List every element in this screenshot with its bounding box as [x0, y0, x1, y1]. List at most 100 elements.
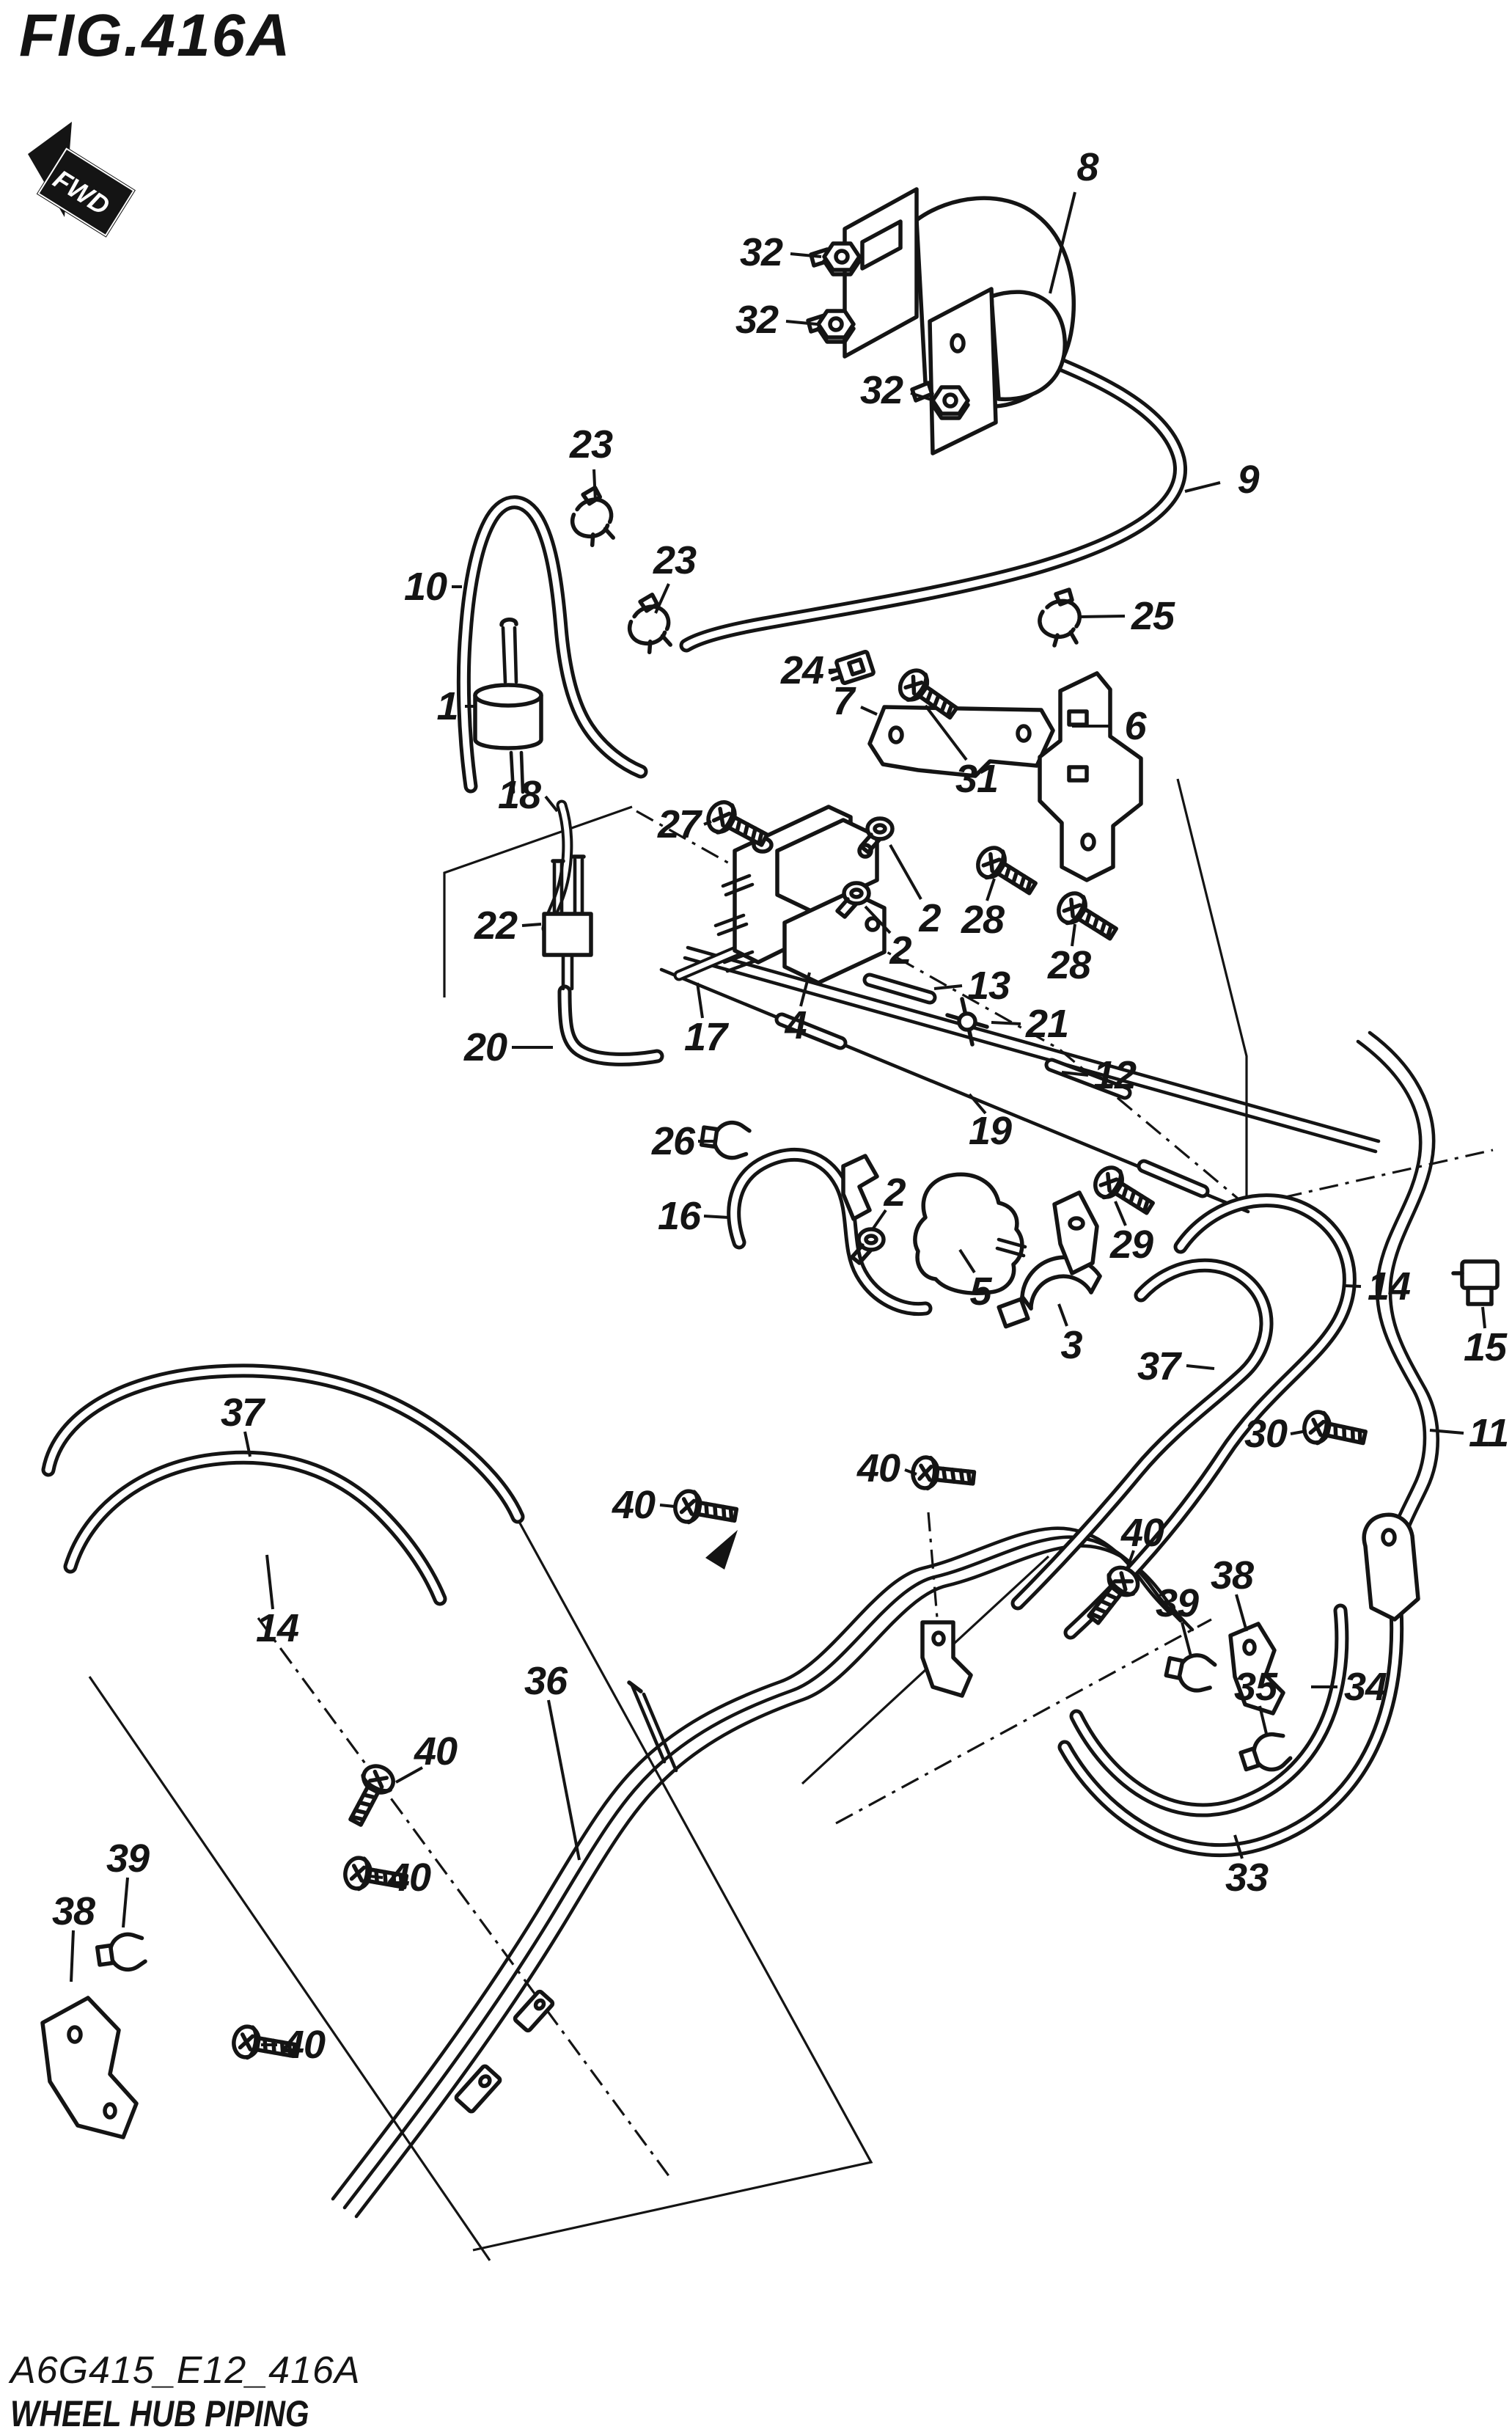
part-number-label-13: 13 [966, 964, 1010, 1008]
part-number-label-23: 23 [569, 422, 613, 466]
part-number-label-38: 38 [1210, 1553, 1254, 1597]
leader-line-14 [265, 1554, 274, 1610]
part-number-label-29: 29 [1109, 1223, 1153, 1267]
rear-pipe-fittings [1164, 1259, 1500, 1778]
leader-line-37 [243, 1431, 252, 1457]
part-number-label-40: 40 [1120, 1511, 1164, 1555]
figure-title: FIG.416A [19, 2, 292, 69]
pipe-sleeves [774, 973, 1210, 1198]
part-number-label-14: 14 [1367, 1264, 1411, 1308]
part-number-label-37: 37 [1137, 1344, 1181, 1388]
leader-line-38 [70, 1930, 75, 1982]
leader-line-27 [703, 820, 712, 826]
leader-line-15 [1481, 1306, 1486, 1329]
part-number-label-1: 1 [436, 684, 458, 728]
fwd-arrow-icon: FWD [28, 122, 136, 238]
leader-line-11 [1429, 1429, 1464, 1435]
leader-line-39 [1181, 1622, 1192, 1657]
fasteners [232, 486, 1368, 2065]
leader-line-39 [122, 1877, 129, 1928]
part-number-label-19: 19 [968, 1109, 1012, 1153]
part-number-label-33: 33 [1225, 1856, 1269, 1900]
leader-line-35 [1258, 1705, 1269, 1738]
leader-line-2 [871, 1209, 887, 1231]
part-number-label-20: 20 [463, 1025, 507, 1069]
leader-line-40 [395, 1766, 423, 1784]
part-number-label-31: 31 [955, 757, 999, 801]
leader-line-21 [991, 1021, 1021, 1025]
part-number-label-39: 39 [1155, 1581, 1199, 1625]
callout-leader-lines [70, 191, 1486, 2046]
part-number-label-26: 26 [651, 1119, 695, 1163]
leader-line-16 [703, 1215, 730, 1219]
leader-line-8 [1049, 191, 1076, 294]
leader-line-40 [904, 1468, 917, 1476]
part-number-label-18: 18 [497, 773, 541, 817]
part-number-label-40: 40 [612, 1483, 656, 1527]
part-number-label-39: 39 [106, 1837, 150, 1881]
part-number-label-25: 25 [1131, 594, 1175, 638]
part-number-label-2: 2 [884, 1171, 906, 1215]
part-number-label-8: 8 [1076, 145, 1098, 189]
bracket-7 [867, 705, 1055, 778]
part-number-label-22: 22 [474, 904, 518, 948]
leader-line-18 [544, 795, 559, 813]
pipe-brackets [40, 1620, 973, 2139]
part-number-label-40: 40 [414, 1729, 458, 1773]
leader-line-23 [654, 583, 670, 614]
part-number-label-40: 40 [856, 1446, 900, 1490]
metal-pipes [333, 945, 1440, 2216]
part-number-label-10: 10 [403, 565, 447, 609]
part-number-label-30: 30 [1244, 1412, 1288, 1456]
part-number-label-16: 16 [657, 1194, 701, 1238]
part-number-label-4: 4 [785, 1003, 807, 1047]
leader-line-31 [924, 704, 968, 761]
part-number-label-37: 37 [220, 1391, 264, 1435]
leader-line-19 [968, 1093, 987, 1115]
part-number-label-40: 40 [387, 1856, 431, 1900]
leader-line-13 [933, 984, 963, 990]
leader-line-4 [799, 972, 811, 1007]
bracket-6 [1038, 671, 1143, 882]
part-number-label-21: 21 [1025, 1002, 1069, 1046]
leader-line-12 [1061, 1071, 1089, 1077]
leader-line-29 [1114, 1201, 1127, 1226]
part-number-label-28: 28 [961, 898, 1005, 942]
part-number-label-32: 32 [735, 298, 779, 342]
leader-line-22 [521, 923, 542, 927]
leader-line-2 [889, 844, 922, 900]
construction-lines [88, 778, 1494, 2261]
part-number-label-38: 38 [51, 1889, 95, 1933]
footer-part-code: A6G415_E12_416A [10, 2349, 361, 2392]
leader-line-28 [986, 878, 996, 901]
leader-line-40 [369, 1875, 383, 1879]
part-number-label-32: 32 [739, 230, 783, 274]
part-number-label-17: 17 [683, 1015, 727, 1059]
footer-title: WHEEL HUB PIPING [10, 2393, 309, 2434]
solenoid-valve-assembly [713, 805, 887, 985]
part-number-label-14: 14 [255, 1606, 299, 1650]
part-number-label-12: 12 [1093, 1053, 1137, 1097]
leader-line-40 [1125, 1550, 1135, 1572]
part-number-label-35: 35 [1233, 1665, 1277, 1709]
part-number-label-2: 2 [919, 896, 941, 940]
part-number-label-9: 9 [1237, 458, 1259, 502]
leader-line-32 [785, 320, 818, 326]
leader-line-38 [1235, 1594, 1248, 1632]
leader-line-2 [864, 905, 892, 934]
leader-line-5 [958, 1248, 976, 1274]
leader-line-37 [1186, 1364, 1215, 1370]
leader-line-28 [1071, 923, 1076, 947]
part-number-label-32: 32 [859, 368, 903, 412]
part-number-label-7: 7 [832, 679, 854, 723]
leader-line-7 [860, 706, 878, 716]
leader-line-3 [1057, 1303, 1068, 1327]
leader-line-23 [592, 469, 597, 502]
part-number-label-15: 15 [1463, 1325, 1507, 1369]
part-number-label-3: 3 [1060, 1323, 1082, 1367]
part-number-label-5: 5 [969, 1270, 991, 1314]
canister-and-joint [473, 618, 593, 991]
part-number-label-23: 23 [653, 538, 697, 582]
